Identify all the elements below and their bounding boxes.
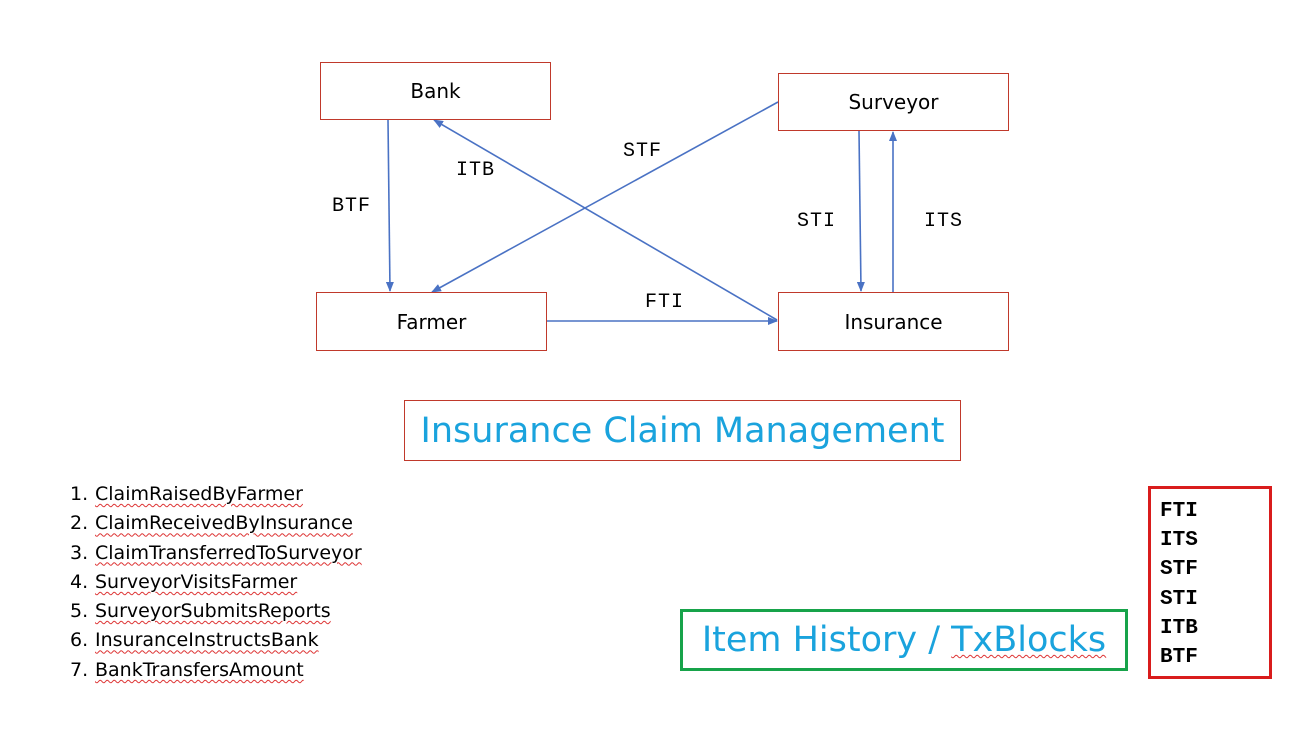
list-item: 7.BankTransfersAmount xyxy=(70,658,304,681)
arrow-btf xyxy=(385,119,394,292)
steps-list: 1.ClaimRaisedByFarmer 2.ClaimReceivedByI… xyxy=(70,480,362,685)
list-item: 6.InsuranceInstructsBank xyxy=(70,629,319,652)
diagram-title: Insurance Claim Management xyxy=(404,400,961,461)
edge-label-its: ITS xyxy=(924,210,964,233)
arrow-sti xyxy=(856,130,865,292)
edge-label-sti: STI xyxy=(797,210,837,233)
item-history-txblocks: TxBlocks xyxy=(951,620,1107,660)
tx-codes-box: FTI ITS STF STI ITB BTF xyxy=(1148,486,1272,679)
edge-label-stf: STF xyxy=(623,140,663,163)
arrow-stf xyxy=(431,101,779,293)
list-item: 3.ClaimTransferredToSurveyor xyxy=(70,541,362,564)
item-history-prefix: Item History / xyxy=(701,620,952,660)
tx-code: ITB xyxy=(1160,616,1198,640)
tx-code: BTF xyxy=(1160,646,1198,670)
node-farmer: Farmer xyxy=(316,292,547,351)
node-surveyor: Surveyor xyxy=(778,73,1009,131)
tx-code: STI xyxy=(1160,587,1198,611)
edge-label-itb: ITB xyxy=(456,159,496,182)
edge-label-btf: BTF xyxy=(332,195,372,218)
edge-label-fti: FTI xyxy=(645,291,685,314)
item-history-box: Item History / TxBlocks xyxy=(680,609,1128,671)
node-insurance: Insurance xyxy=(778,292,1009,351)
list-item: 1.ClaimRaisedByFarmer xyxy=(70,483,303,505)
node-bank: Bank xyxy=(320,62,551,120)
tx-code: FTI xyxy=(1160,500,1198,523)
tx-code: STF xyxy=(1160,558,1198,582)
list-item: 4.SurveyorVisitsFarmer xyxy=(70,570,298,593)
list-item: 5.SurveyorSubmitsReports xyxy=(70,600,331,623)
list-item: 2.ClaimReceivedByInsurance xyxy=(70,512,353,535)
arrow-itb xyxy=(433,119,778,321)
tx-code: ITS xyxy=(1160,529,1198,553)
